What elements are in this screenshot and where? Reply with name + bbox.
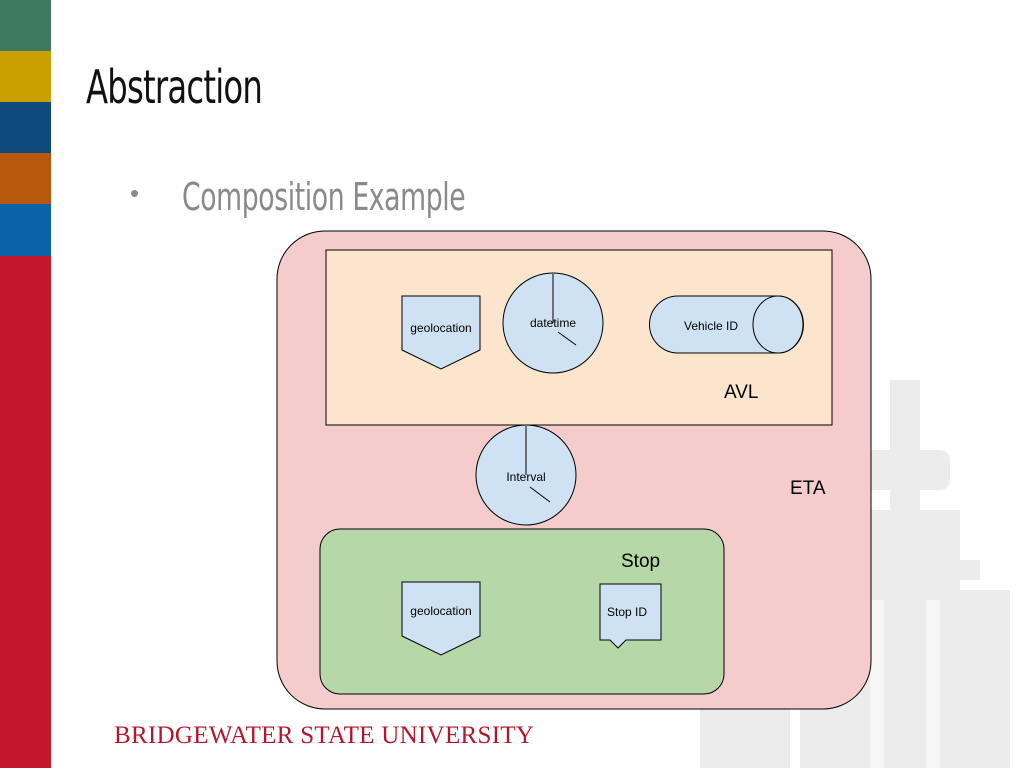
avl-geolocation-shape: geolocation bbox=[401, 295, 481, 370]
vehicle-id-cylinder-icon: Vehicle ID bbox=[649, 295, 804, 354]
composition-diagram: ETA AVL geolocation datetime Vehicle ID … bbox=[276, 230, 872, 710]
stop-label: Stop bbox=[621, 551, 660, 572]
stop-id-label: Stop ID bbox=[607, 605, 647, 619]
stripe-red bbox=[0, 256, 51, 768]
bullet-dot: • bbox=[130, 178, 140, 208]
stop-id-callout-shape: Stop ID bbox=[599, 583, 662, 649]
interval-label: Interval bbox=[506, 470, 545, 484]
university-footer: BRIDGEWATER STATE UNIVERSITY bbox=[114, 722, 535, 749]
stripe-orange bbox=[0, 153, 51, 204]
stop-geolocation-label: geolocation bbox=[410, 604, 471, 618]
stripe-gold bbox=[0, 51, 51, 102]
datetime-clock-icon: datetime bbox=[502, 272, 604, 374]
vehicle-id-label: Vehicle ID bbox=[684, 319, 738, 333]
interval-clock-icon: Interval bbox=[475, 424, 577, 526]
stripe-navy bbox=[0, 102, 51, 153]
stop-geolocation-shape: geolocation bbox=[401, 581, 481, 656]
bullet-text: Composition Example bbox=[182, 175, 466, 219]
avl-label: AVL bbox=[724, 382, 759, 403]
stripe-blue bbox=[0, 204, 51, 256]
datetime-label: datetime bbox=[530, 316, 576, 330]
eta-label: ETA bbox=[790, 478, 826, 499]
avl-geolocation-label: geolocation bbox=[410, 321, 471, 335]
stripe-green bbox=[0, 0, 51, 51]
stop-container bbox=[319, 528, 725, 695]
slide-title: Abstraction bbox=[86, 60, 263, 114]
